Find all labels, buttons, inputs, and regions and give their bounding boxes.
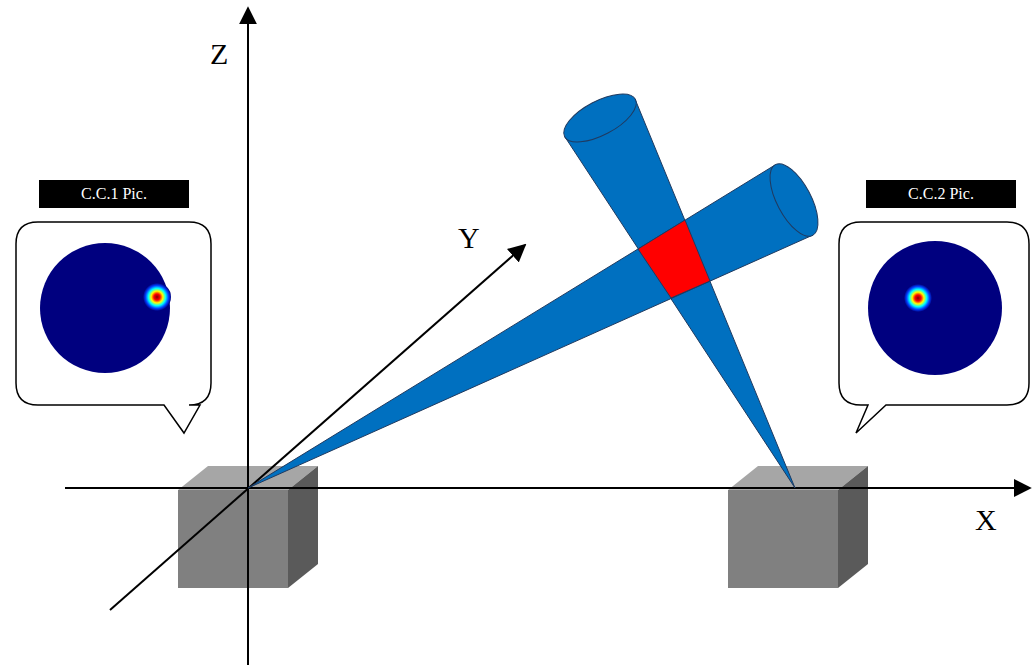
right-block <box>728 466 868 588</box>
callout-bubble: C.C.1 Pic. <box>15 178 212 436</box>
axis-label: Z <box>210 38 228 70</box>
picture-heading: C.C.1 Pic. <box>39 180 189 208</box>
bubble-outline <box>15 178 212 436</box>
axis-label: Y <box>458 222 480 254</box>
axis-label: X <box>975 504 997 536</box>
x-axis <box>65 487 1030 489</box>
picture-heading: C.C.2 Pic. <box>866 180 1016 208</box>
callout-bubble: C.C.2 Pic. <box>838 178 1030 436</box>
cone-beam-1 <box>248 157 828 488</box>
z-axis <box>247 8 249 665</box>
bubble-outline <box>838 178 1030 436</box>
intersection-region <box>638 220 710 298</box>
